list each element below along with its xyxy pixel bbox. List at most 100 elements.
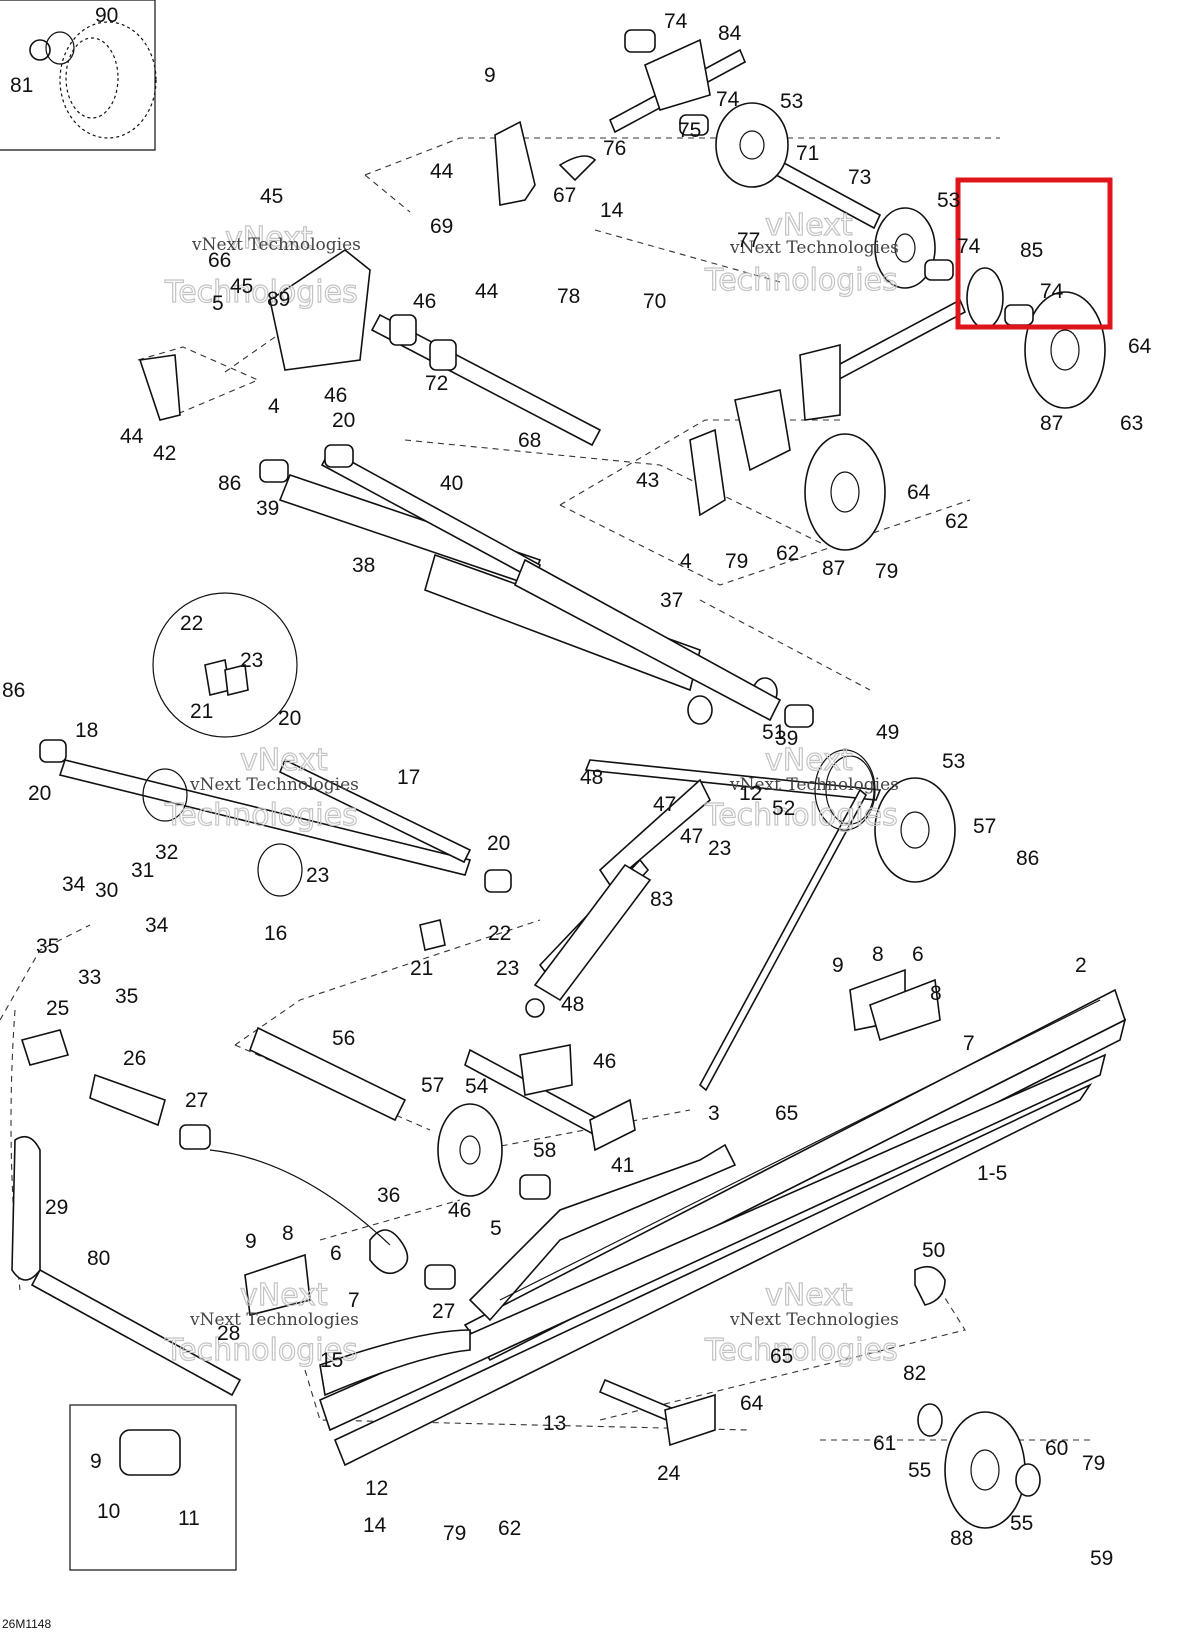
part-label-86: 86 [2,679,25,702]
part-label-71: 71 [796,142,819,165]
part-label-76: 76 [603,137,626,160]
part-label-59: 59 [1090,1547,1113,1570]
part-label-55: 55 [908,1459,931,1482]
part-label-23: 23 [708,837,731,860]
part-label-11: 11 [178,1507,200,1530]
svg-text:vNext Technologies: vNext Technologies [729,775,899,795]
part-label-42: 42 [153,442,176,465]
part-label-9: 9 [245,1230,257,1253]
inset-box-top-left [0,0,157,151]
part-label-23: 23 [306,864,329,887]
part-label-88: 88 [950,1527,973,1550]
part-label-79: 79 [725,550,748,573]
part-label-79: 79 [1082,1452,1105,1475]
part-label-60: 60 [1045,1437,1068,1460]
svg-text:vNext Technologies: vNext Technologies [189,1310,359,1330]
part-label-25: 25 [46,997,69,1020]
bushings [39,29,1034,1476]
part-label-45: 45 [260,185,283,208]
part-label-27: 27 [185,1089,208,1112]
watermark-line1: vNext [225,221,313,256]
part-label-5: 5 [490,1217,502,1240]
part-label-20: 20 [278,707,301,730]
part-label-70: 70 [643,290,666,313]
part-label-12: 12 [365,1477,388,1500]
part-label-79: 79 [875,560,898,583]
part-label-75: 75 [678,119,701,142]
part-label-20: 20 [28,782,51,805]
part-label-44: 44 [475,280,499,303]
part-label-73: 73 [848,166,871,189]
part-label-61: 61 [873,1432,896,1455]
part-label-32: 32 [155,841,178,864]
part-label-9: 9 [484,64,496,87]
svg-text:vNext: vNext [240,743,328,778]
part-label-72: 72 [425,372,448,395]
part-label-7: 7 [348,1289,360,1312]
svg-text:Technologies: Technologies [164,1333,358,1368]
part-label-23: 23 [496,957,519,980]
part-label-53: 53 [780,90,803,113]
part-label-87: 87 [822,557,845,580]
part-label-28: 28 [217,1322,240,1345]
part-label-26: 26 [123,1047,146,1070]
part-label-44: 44 [430,160,454,183]
part-label-14: 14 [363,1514,387,1537]
part-label-87: 87 [1040,412,1063,435]
part-label-65: 65 [775,1102,798,1125]
part-label-27: 27 [432,1300,455,1323]
part-label-81: 81 [10,74,33,97]
part-label-74: 74 [716,88,740,111]
part-label-8: 8 [930,982,942,1005]
part-label-35: 35 [36,935,59,958]
part-label-74: 74 [957,235,981,258]
part-label-20: 20 [487,832,510,855]
part-label-5: 5 [212,292,224,315]
part-label-74: 74 [664,10,688,33]
part-label-53: 53 [937,189,960,212]
part-label-48: 48 [561,993,584,1016]
svg-text:Technologies: Technologies [704,1333,898,1368]
part-label-57: 57 [973,815,996,838]
part-label-55: 55 [1010,1512,1033,1535]
part-label-40: 40 [440,472,463,495]
part-label-22: 22 [488,922,511,945]
part-label-8: 8 [872,943,884,966]
part-label-74: 74 [1040,280,1064,303]
part-label-8: 8 [282,1222,294,1245]
part-label-63: 63 [1120,412,1143,435]
part-label-10: 10 [97,1500,120,1523]
part-label-46: 46 [324,384,347,407]
svg-text:Technologies: Technologies [704,798,898,833]
svg-text:vNext: vNext [765,208,853,243]
part-label-48: 48 [580,766,603,789]
part-label-9: 9 [832,954,844,977]
part-label-36: 36 [377,1184,400,1207]
part-label-34: 34 [145,914,169,937]
svg-text:vNext Technologies: vNext Technologies [189,775,359,795]
part-label-79: 79 [443,1522,466,1545]
part-label-82: 82 [903,1362,926,1385]
part-label-3: 3 [708,1102,720,1125]
part-label-47: 47 [653,793,676,816]
inset-box-bottom-left [69,1404,237,1571]
svg-text:Technologies: Technologies [704,263,898,298]
part-label-51: 51 [762,721,785,744]
part-label-2: 2 [1075,954,1087,977]
part-label-66: 66 [208,249,231,272]
part-label-56: 56 [332,1027,355,1050]
svg-text:vNext Technologies: vNext Technologies [729,1310,899,1330]
part-label-16: 16 [264,922,287,945]
part-label-57: 57 [421,1074,444,1097]
part-label-84: 84 [718,22,742,45]
part-label-4: 4 [680,550,692,573]
part-label-50: 50 [922,1239,945,1262]
part-label-45: 45 [230,275,253,298]
svg-text:vNext: vNext [240,1278,328,1313]
part-label-62: 62 [776,542,799,565]
part-label-62: 62 [945,510,968,533]
part-label-80: 80 [87,1247,110,1270]
part-label-38: 38 [352,554,375,577]
